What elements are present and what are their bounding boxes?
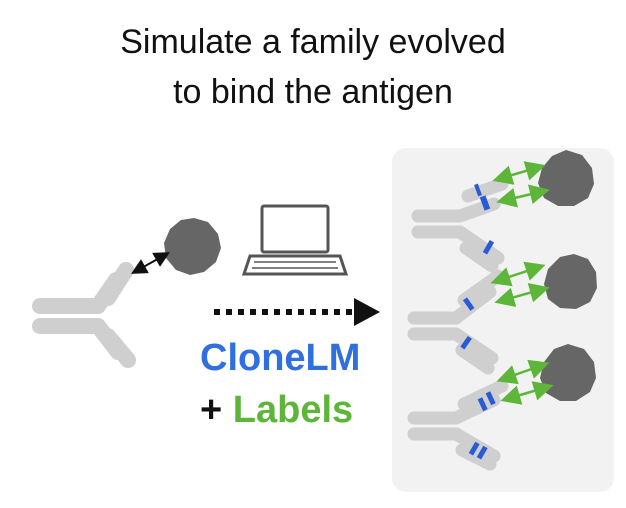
antigen-icon <box>544 254 597 309</box>
family-antibody-3 <box>407 379 509 471</box>
antibody-icon <box>32 262 136 368</box>
title-line-2: to bind the antigen <box>173 73 453 111</box>
binding-arrow-icon <box>500 381 554 405</box>
binding-arrow-icon <box>494 283 550 307</box>
binding-arrow-icon <box>492 161 546 185</box>
binding-arrow-icon <box>496 184 550 208</box>
plus-sign: + <box>200 389 223 431</box>
family-antibody-1 <box>411 177 509 273</box>
binding-arrow-icon <box>490 261 546 287</box>
labels-label: Labels <box>232 389 354 431</box>
laptop-icon <box>241 204 349 276</box>
binding-arrow-icon <box>496 359 550 385</box>
binding-arrow-icon <box>131 252 170 274</box>
antigen-icon <box>538 150 594 206</box>
title-line-1: Simulate a family evolved <box>120 23 506 61</box>
clonelm-label: CloneLM <box>200 337 361 379</box>
dotted-arrow-icon <box>214 298 380 326</box>
labels-line: + Labels <box>200 388 353 432</box>
antigen-icon <box>540 344 596 401</box>
antigen-icon <box>164 218 221 275</box>
family-antibody-2 <box>407 269 505 375</box>
